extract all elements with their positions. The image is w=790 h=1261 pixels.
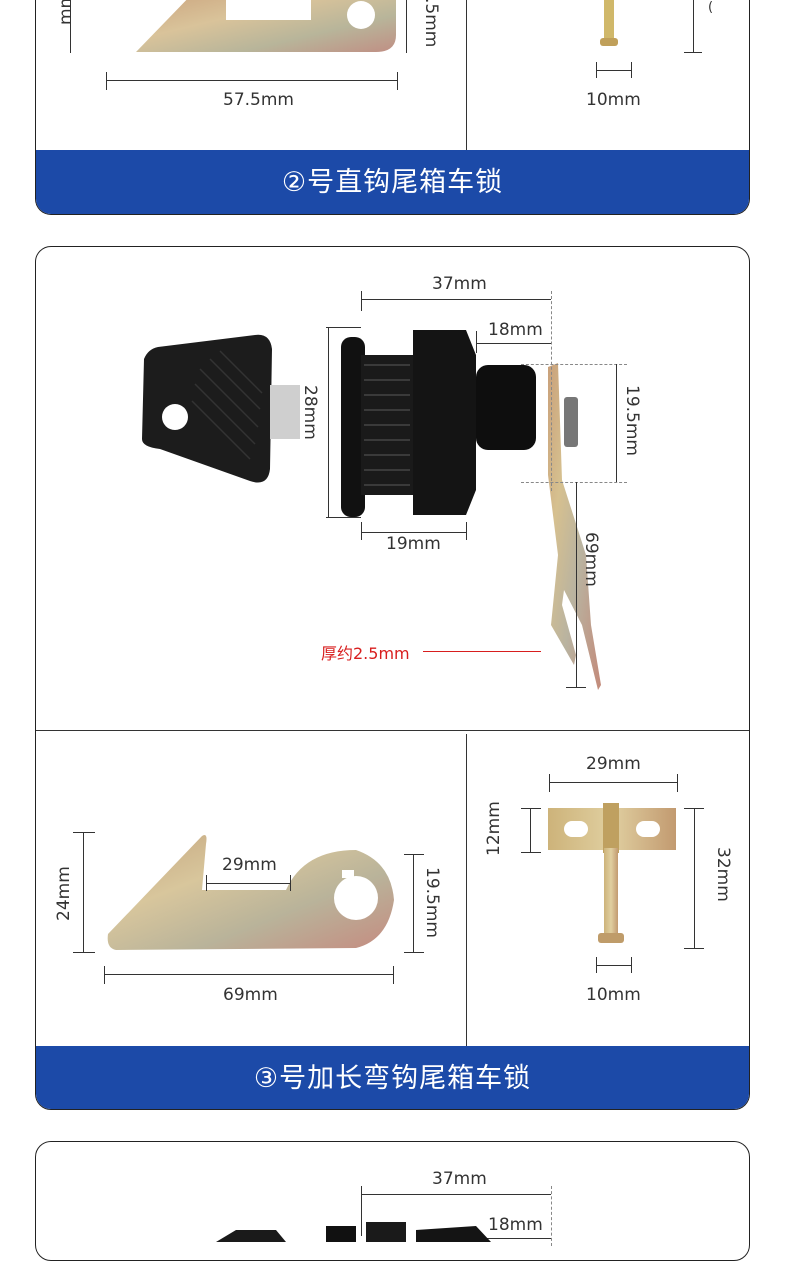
dim-label-37: 37mm [432, 1169, 487, 1189]
cam-lock-image [216, 1222, 491, 1242]
long-hook-plate-image [107, 835, 395, 950]
dim-label-19: 19mm [386, 534, 441, 554]
dim-line-24 [83, 832, 84, 952]
dim-tick [521, 808, 541, 809]
dim-tick [677, 774, 678, 792]
dim-line-32 [694, 808, 695, 948]
dim-tick [684, 808, 704, 809]
dim-tick [106, 72, 107, 90]
dim-label-32: 32mm [713, 847, 733, 902]
dim-line-29-hook [206, 883, 290, 884]
dim-tick [684, 52, 702, 53]
dim-label-12: 12mm [484, 801, 504, 856]
dim-partial-right: ( [708, 0, 714, 15]
cam-lock-image [341, 330, 601, 690]
dim-label-57-5: 57.5mm [223, 90, 294, 110]
product-title-banner: ③号加长弯钩尾箱车锁 [36, 1046, 749, 1109]
dim-line-37 [361, 299, 551, 300]
dim-line-37 [361, 1194, 551, 1195]
dim-line-57-5 [106, 80, 398, 81]
dim-tick [361, 291, 362, 311]
product-card-2: mm .5mm 57.5mm ( 10mm ②号直钩尾箱车锁 [35, 0, 750, 215]
dim-tick [361, 1186, 362, 1236]
hook-plate-image [136, 0, 396, 52]
dim-label-10: 10mm [586, 90, 641, 110]
dim-guide-dashed [551, 1186, 553, 1246]
dim-line-69-hook [104, 974, 394, 975]
dim-label-18: 18mm [488, 320, 543, 340]
dim-label-29-hook: 29mm [222, 855, 277, 875]
product-card-3: 37mm 18mm 28mm 19.5mm 19mm 69mm 厚约2.5mm … [35, 246, 750, 1110]
dim-tick [631, 957, 632, 973]
dim-tick [206, 875, 207, 891]
dim-label-18: 18mm [488, 1215, 543, 1235]
dim-tick [631, 62, 632, 78]
dim-tick [326, 517, 361, 518]
dim-label-10-bolt: 10mm [586, 985, 641, 1005]
card-divider [466, 0, 467, 150]
thickness-pointer-line [423, 651, 541, 652]
dim-tick [566, 687, 586, 688]
dim-line-19-5-hook [413, 854, 414, 952]
dim-label-69-hook: 69mm [223, 985, 278, 1005]
dim-line-12 [530, 808, 531, 852]
dim-tick [397, 72, 398, 90]
dim-line-10-bolt [596, 965, 632, 966]
section-divider [36, 730, 749, 731]
bolt-image [600, 0, 618, 46]
dim-label-37: 37mm [432, 274, 487, 294]
dim-tick [404, 952, 424, 953]
dim-tick [596, 62, 597, 78]
dim-tick [466, 522, 467, 540]
dim-label-28: 28mm [300, 385, 320, 440]
dim-tick [290, 875, 291, 891]
dim-tick [361, 522, 362, 540]
dim-label-24: 24mm [54, 866, 74, 921]
dim-tick [326, 327, 361, 328]
key-image [142, 334, 300, 483]
dim-guide-19-5-bottom [521, 482, 627, 484]
dim-tick [73, 952, 95, 953]
dim-label-left-partial: mm [56, 0, 76, 25]
dim-label-mid-partial: .5mm [421, 0, 441, 48]
dim-line-18 [476, 343, 551, 344]
dim-line-left [70, 0, 71, 53]
dim-line-10 [596, 70, 632, 71]
dim-label-19-5: 19.5mm [622, 385, 642, 456]
dim-label-29-bolt: 29mm [586, 754, 641, 774]
dim-tick [521, 852, 541, 853]
section-divider-vertical [466, 734, 467, 1046]
product-card-4: 37mm 18mm [35, 1141, 750, 1261]
t-bolt-image [548, 803, 676, 943]
dim-tick [404, 854, 424, 855]
dim-tick [393, 966, 394, 984]
dim-line-29-bolt [549, 782, 677, 783]
dim-label-69: 69mm [581, 532, 601, 587]
dim-guide-19-5-top [521, 364, 627, 366]
dim-tick [684, 948, 704, 949]
dim-label-19-5-hook: 19.5mm [422, 867, 442, 938]
product-title-banner: ②号直钩尾箱车锁 [36, 150, 749, 214]
dim-tick [104, 966, 105, 984]
dim-tick [596, 957, 597, 973]
dim-tick [73, 832, 95, 833]
dim-line-19 [361, 532, 466, 533]
dim-line-28 [328, 327, 329, 517]
dim-guide-dashed [551, 291, 553, 491]
dim-line-right [693, 0, 694, 52]
dim-line-19-5 [616, 364, 617, 482]
dim-tick [549, 774, 550, 792]
dim-tick [476, 331, 477, 353]
dim-line-69 [576, 482, 577, 687]
dim-line-mid [406, 0, 407, 53]
thickness-note: 厚约2.5mm [321, 644, 410, 663]
